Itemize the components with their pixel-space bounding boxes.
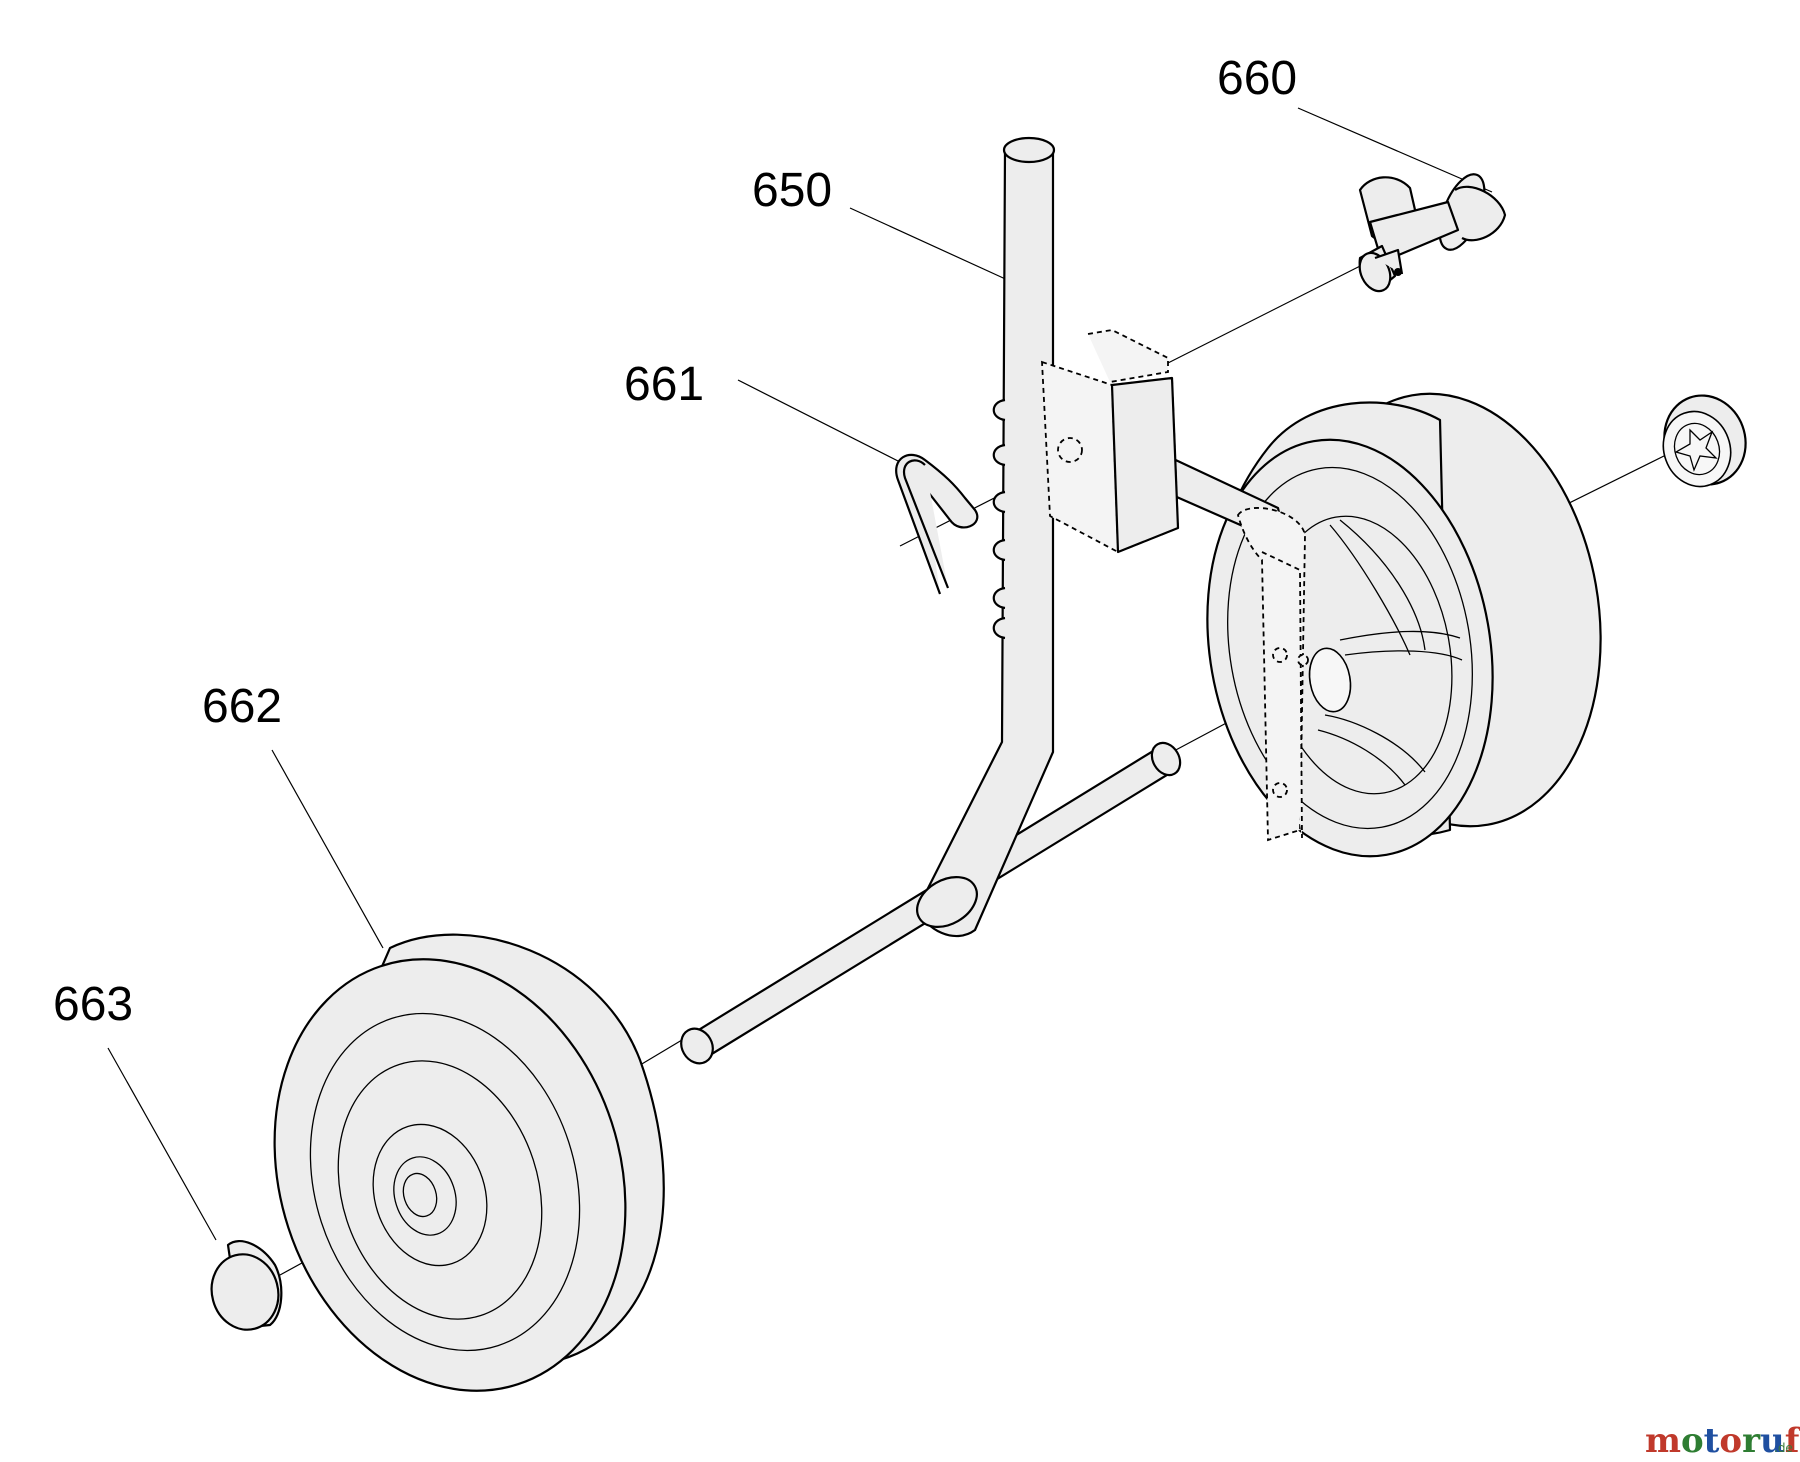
hairpin-clip-661 [895,453,979,595]
leader-663 [107,1047,217,1241]
motoruf-watermark: motoruf .de [1645,1421,1800,1461]
wm-letter: u [1760,1421,1785,1461]
wm-letter: r [1742,1421,1761,1461]
pin-660 [1358,173,1507,293]
label-661: 661 [624,358,704,411]
leader-650 [849,207,1013,283]
leader-662 [271,749,384,949]
axis-pin-line [1167,256,1379,364]
handle-tube [916,136,1056,938]
wm-letter: o [1719,1421,1742,1461]
bracket-plate [1237,507,1309,842]
watermark-suffix: .de [1774,1441,1793,1455]
wm-letter: f [1785,1421,1800,1461]
label-660: 660 [1217,52,1297,105]
mounting-bracket [1041,329,1180,554]
label-650: 650 [752,164,832,217]
label-662: 662 [202,680,282,733]
leader-660 [1297,107,1493,193]
right-wheel [1206,392,1602,858]
watermark-logo: motoruf [1645,1421,1800,1461]
leader-661 [737,379,901,463]
hub-cap-right [1662,394,1747,488]
wm-letter: m [1645,1421,1681,1461]
label-663: 663 [53,978,133,1031]
part-labels: 660 650 661 662 663 [53,52,1297,1031]
wm-letter: t [1704,1421,1720,1461]
left-wheel-662 [273,933,665,1392]
wm-letter: o [1681,1421,1704,1461]
hub-cap-left-663 [210,1239,283,1331]
